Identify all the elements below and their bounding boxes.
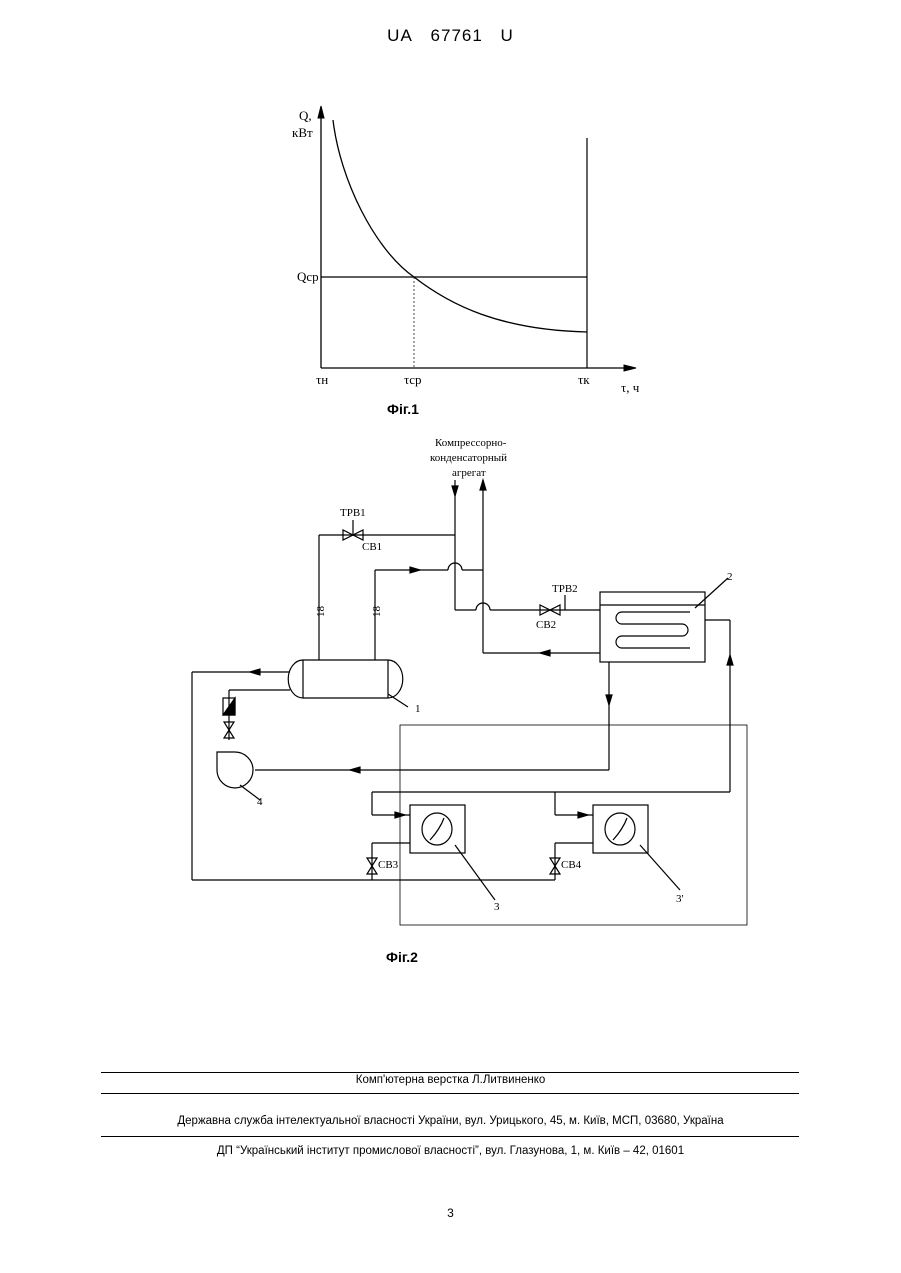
fig1-y-label-1: Q, bbox=[299, 108, 312, 123]
fig2-num-4: 4 bbox=[257, 796, 263, 808]
fig2-caption: Фіг.2 bbox=[386, 949, 418, 965]
fig2-trv1-label: ТРВ1 bbox=[340, 507, 366, 519]
fig2-unit-label-2: конденсаторный bbox=[430, 452, 507, 464]
footer-agency: Державна служба інтелектуальної власност… bbox=[0, 1115, 901, 1127]
fig1-caption: Фіг.1 bbox=[387, 401, 419, 417]
footer-rule-3 bbox=[101, 1136, 799, 1137]
fig1-chart bbox=[318, 106, 636, 371]
fig2-sv3-label: СВ3 bbox=[378, 859, 399, 871]
fig2-schematic bbox=[192, 480, 747, 925]
fig2-pipe-label-b: 18 bbox=[371, 606, 383, 618]
fig2-cooler-3p bbox=[593, 805, 648, 853]
fig2-num-3: 3 bbox=[494, 901, 500, 913]
fig1-tick-start: τн bbox=[316, 372, 328, 387]
footer-institute: ДП “Український інститут промислової вла… bbox=[0, 1145, 901, 1157]
fig2-unit-label-1: Компрессорно- bbox=[435, 437, 507, 449]
fig2-pump bbox=[217, 752, 253, 788]
fig1-q-mean-label: Qср bbox=[297, 269, 319, 284]
page-number: 3 bbox=[0, 1206, 901, 1220]
fig1-load-curve bbox=[333, 120, 587, 332]
fig2-sv2-label: СВ2 bbox=[536, 619, 556, 631]
fig2-num-2: 2 bbox=[727, 571, 733, 583]
footer-layout: Комп'ютерна верстка Л.Литвиненко bbox=[0, 1074, 901, 1086]
fig2-num-1: 1 bbox=[415, 703, 421, 715]
fig2-trv2-label: ТРВ2 bbox=[552, 583, 578, 595]
fig2-cooler-3 bbox=[410, 805, 465, 853]
footer-rule-2 bbox=[101, 1093, 799, 1094]
fig1-x-axis-arrow bbox=[624, 365, 636, 371]
fig1-y-axis-arrow bbox=[318, 106, 324, 118]
fig1-tick-mean: τср bbox=[404, 372, 422, 387]
fig1-y-label-2: кВт bbox=[292, 125, 313, 140]
fig2-pipe-label-a: 18 bbox=[315, 606, 327, 618]
fig1-x-label: τ, ч bbox=[621, 380, 640, 395]
fig2-unit-label-3: агрегат bbox=[452, 467, 486, 479]
fig2-sv1-label: СВ1 bbox=[362, 541, 382, 553]
fig2-receiver bbox=[288, 660, 403, 698]
fig1-tick-end: τк bbox=[578, 372, 590, 387]
fig2-sv4-label: СВ4 bbox=[561, 859, 582, 871]
fig2-tank bbox=[600, 592, 705, 662]
fig2-num-3p: 3' bbox=[676, 893, 684, 905]
footer-rule-1 bbox=[101, 1072, 799, 1073]
